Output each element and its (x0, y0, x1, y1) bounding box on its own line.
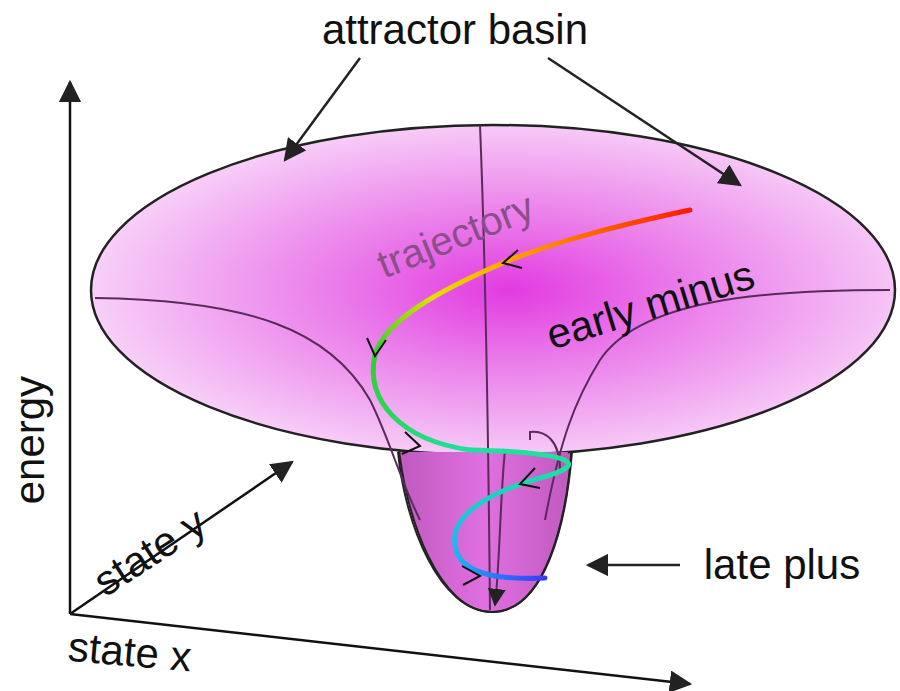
axis-label: state x (66, 624, 193, 681)
well (398, 440, 572, 612)
axis-label: state y (86, 499, 215, 605)
callout-label: attractor basin (322, 7, 588, 53)
phase-label: late plus (704, 542, 860, 588)
trajectory-arrows (367, 250, 540, 585)
basin-rim (91, 125, 895, 455)
axis-label: energy (7, 376, 53, 504)
